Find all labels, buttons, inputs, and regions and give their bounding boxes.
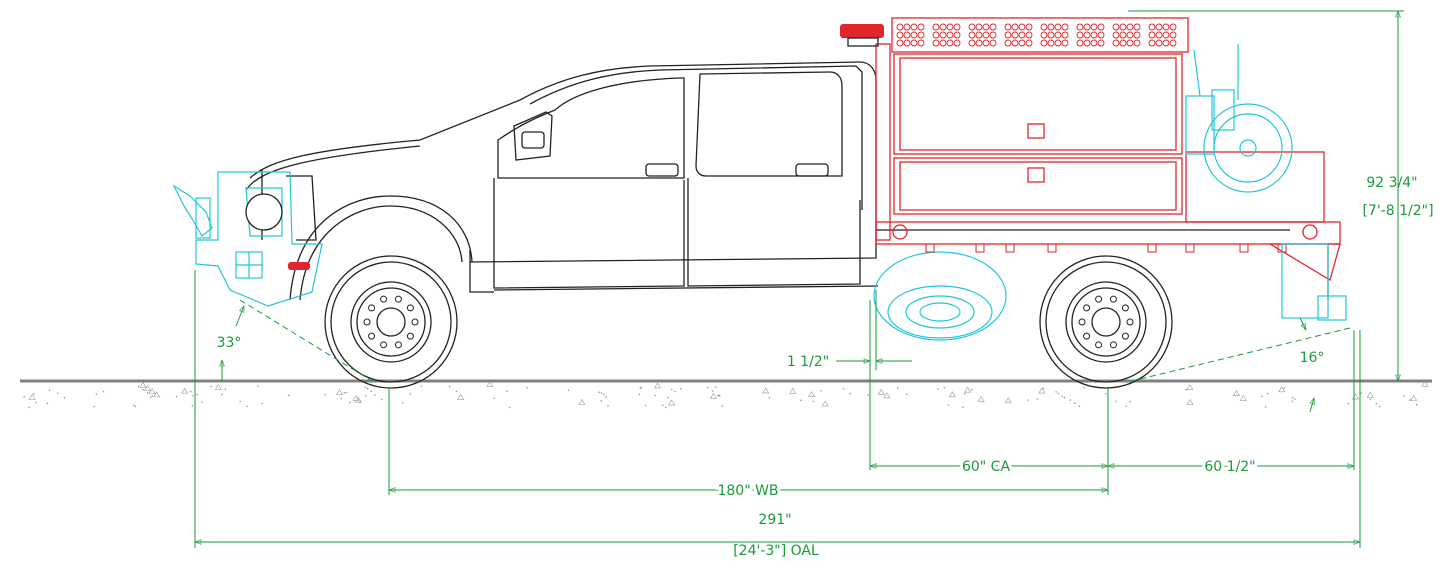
rear-overhang-text: 60 1/2": [1204, 459, 1255, 475]
ground-line: [20, 379, 1432, 409]
wheelbase-text: 180" WB: [717, 483, 778, 499]
frame-gap-text: 1 1/2": [787, 354, 829, 370]
overall-height-ft-text: [7'-8 1/2"]: [1362, 203, 1433, 219]
hose-reel-pump: [1185, 44, 1347, 321]
truck-cab: [245, 61, 1290, 301]
dimension-lines: [194, 10, 1404, 548]
approach-angle-text: 33°: [217, 335, 242, 351]
overall-length-text: 291": [758, 512, 791, 528]
cab-to-axle-text: 60" CA: [962, 459, 1010, 475]
departure-angle-text: 16°: [1300, 350, 1325, 366]
utility-body: [840, 17, 1341, 300]
overall-height-text: 92 3/4": [1366, 175, 1417, 191]
overall-length-ft-text: [24'-3"] OAL: [733, 543, 819, 559]
front-wheel: [324, 255, 458, 389]
rear-wheel: [1039, 255, 1173, 389]
front-bumper-equipment: [172, 171, 323, 307]
spare-tire: [873, 251, 1007, 341]
